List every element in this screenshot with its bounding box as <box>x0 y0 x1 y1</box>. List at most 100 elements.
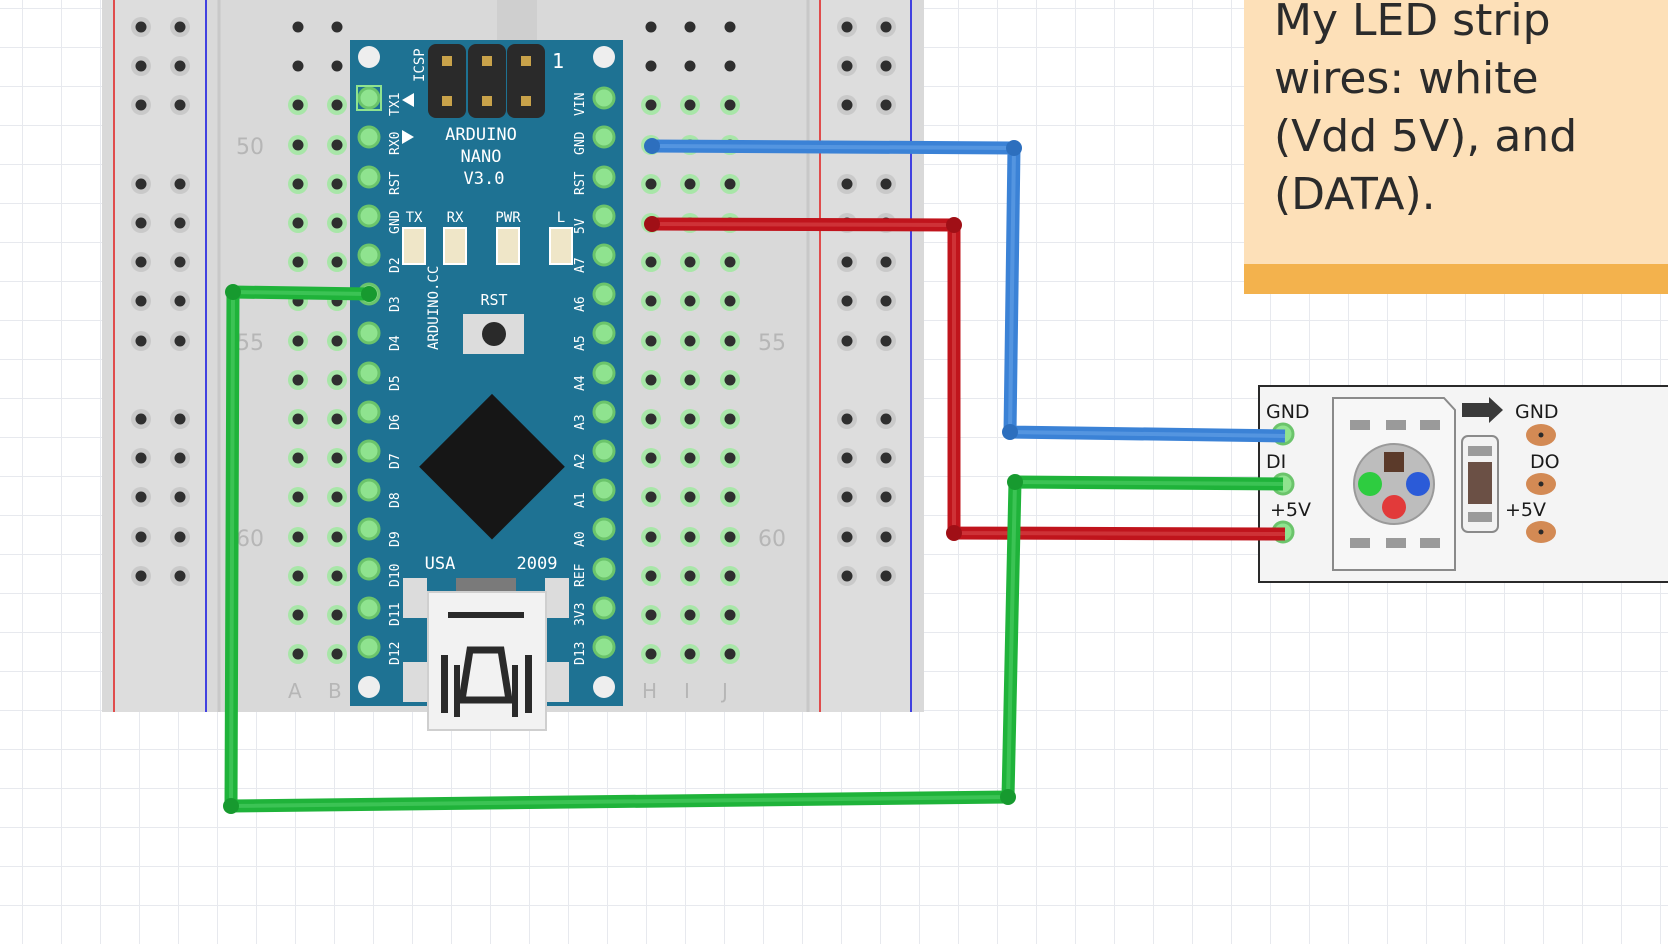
wire-end-data-nano[interactable] <box>361 286 377 302</box>
arduino-nano-board[interactable]: ICSP 1 ARDUINO NANO V3.0 TX RX PWR L ARD… <box>350 40 623 731</box>
nano-pin-left-d5[interactable] <box>357 361 381 385</box>
nano-pin-left-rx0[interactable] <box>357 125 381 149</box>
led-strip[interactable]: GND DI +5V GND DO +5V <box>1258 385 1668 583</box>
nano-label-right-a7: A7 <box>573 257 588 273</box>
made-in-label: USA <box>425 554 456 574</box>
nano-pin-left-d4[interactable] <box>357 321 381 345</box>
year-label: 2009 <box>517 554 558 574</box>
led-label-l: L <box>557 210 565 226</box>
icsp-label: ICSP <box>412 48 428 82</box>
rgb-led-lens <box>1353 443 1435 525</box>
reset-button-cap <box>482 322 506 346</box>
nano-label-left-d12: D12 <box>388 642 403 665</box>
nano-label-right-a5: A5 <box>573 335 588 351</box>
mounting-hole-tl <box>358 46 380 68</box>
nano-pin-left-d11[interactable] <box>357 596 381 620</box>
nano-pin-right-a3[interactable] <box>592 400 616 424</box>
nano-pin-left-d12[interactable] <box>357 635 381 659</box>
wire-bend-data-4[interactable] <box>1007 474 1023 490</box>
nano-pin-left-rst[interactable] <box>357 165 381 189</box>
led-pwr <box>496 227 520 265</box>
nano-label-left-d5: D5 <box>388 375 403 391</box>
nano-label-right-a4: A4 <box>573 375 588 391</box>
nano-pin-right-a7[interactable] <box>592 243 616 267</box>
nano-pin-left-d6[interactable] <box>357 400 381 424</box>
nano-label-right-gnd: GND <box>573 131 588 155</box>
wire-bend-pwr-2[interactable] <box>946 525 962 541</box>
icsp-header <box>428 44 545 118</box>
nano-pin-left-d9[interactable] <box>357 517 381 541</box>
nano-label-left-gnd: GND <box>388 210 403 234</box>
nano-pin-right-vin[interactable] <box>592 86 616 110</box>
power-rail-left <box>114 0 207 712</box>
nano-pin-right-a1[interactable] <box>592 478 616 502</box>
nano-pin-right-a6[interactable] <box>592 282 616 306</box>
wire-bend-gnd-1[interactable] <box>1006 140 1022 156</box>
wire-bend-data-2[interactable] <box>223 798 239 814</box>
nano-label-right-a0: A0 <box>573 531 588 547</box>
column-letter-i: I <box>684 679 690 703</box>
nano-label-left-d2: D2 <box>388 257 403 273</box>
nano-label-left-d6: D6 <box>388 414 403 430</box>
nano-pin-headers[interactable] <box>356 85 616 659</box>
data-direction-arrow-icon <box>1462 397 1503 423</box>
nano-pin-right-a4[interactable] <box>592 361 616 385</box>
wire-end-gnd-nano[interactable] <box>644 138 660 154</box>
board-name-line3: V3.0 <box>464 169 505 189</box>
nano-pin-right-rst[interactable] <box>592 165 616 189</box>
nano-pin-left-gnd[interactable] <box>357 204 381 228</box>
nano-pin-left-d7[interactable] <box>357 439 381 463</box>
usb-connector[interactable] <box>403 578 569 731</box>
nano-pin-right-ref[interactable] <box>592 557 616 581</box>
nano-pin-left-tx1[interactable] <box>357 86 381 110</box>
power-rail-right <box>820 0 911 712</box>
rx-arrow-icon <box>402 130 414 144</box>
board-name-line1: ARDUINO <box>445 125 517 145</box>
nano-label-left-rx0: RX0 <box>388 132 403 155</box>
wire-bend-pwr-1[interactable] <box>946 217 962 233</box>
led-tx <box>402 227 426 265</box>
wire-bend-data-1[interactable] <box>225 284 241 300</box>
microcontroller-chip <box>419 393 565 540</box>
wires[interactable] <box>223 138 1286 814</box>
column-letter-b: B <box>328 679 342 703</box>
nano-pin-right-a5[interactable] <box>592 321 616 345</box>
note-text: My LED strip wires: white (Vdd 5V), and … <box>1274 0 1578 220</box>
tx-arrow-icon <box>402 93 414 107</box>
led-label-tx: TX <box>406 210 423 226</box>
nano-label-left-d7: D7 <box>388 453 403 469</box>
arduino-cc-label: ARDUINO.CC <box>426 266 442 350</box>
red-emitter <box>1382 495 1406 519</box>
nano-pin-left-d10[interactable] <box>357 557 381 581</box>
icsp-pin1-label: 1 <box>552 49 564 73</box>
strip-pin-gnd-in: GND <box>1266 401 1310 423</box>
nano-pin-right-a2[interactable] <box>592 439 616 463</box>
nano-pin-right-d13[interactable] <box>592 635 616 659</box>
nano-label-right-3v3: 3V3 <box>573 603 588 626</box>
wire-bend-gnd-2[interactable] <box>1002 424 1018 440</box>
nano-label-right-a2: A2 <box>573 453 588 469</box>
nano-label-right-a6: A6 <box>573 296 588 312</box>
nano-pin-left-d8[interactable] <box>357 478 381 502</box>
sticky-note[interactable]: My LED strip wires: white (Vdd 5V), and … <box>1244 0 1668 294</box>
led-die <box>1384 452 1404 472</box>
nano-pin-right-gnd[interactable] <box>592 125 616 149</box>
nano-label-right-ref: REF <box>573 563 588 587</box>
strip-pin-di: DI <box>1266 451 1286 473</box>
nano-label-right-a3: A3 <box>573 414 588 430</box>
nano-label-right-rst: RST <box>573 171 588 195</box>
wire-bend-data-3[interactable] <box>1000 789 1016 805</box>
column-letter-h: H <box>642 679 657 703</box>
column-letter-j: J <box>720 679 728 703</box>
nano-label-right-vin: VIN <box>573 93 588 116</box>
nano-label-left-rst: RST <box>388 171 403 195</box>
blue-emitter <box>1406 472 1430 496</box>
nano-pin-left-d2[interactable] <box>357 243 381 267</box>
nano-pin-right-5v[interactable] <box>592 204 616 228</box>
nano-pin-right-3v3[interactable] <box>592 596 616 620</box>
wire-end-pwr-nano[interactable] <box>644 216 660 232</box>
mounting-hole-br <box>593 676 615 698</box>
column-letter-a: A <box>288 679 302 703</box>
nano-label-left-d3: D3 <box>388 296 403 312</box>
nano-pin-right-a0[interactable] <box>592 517 616 541</box>
